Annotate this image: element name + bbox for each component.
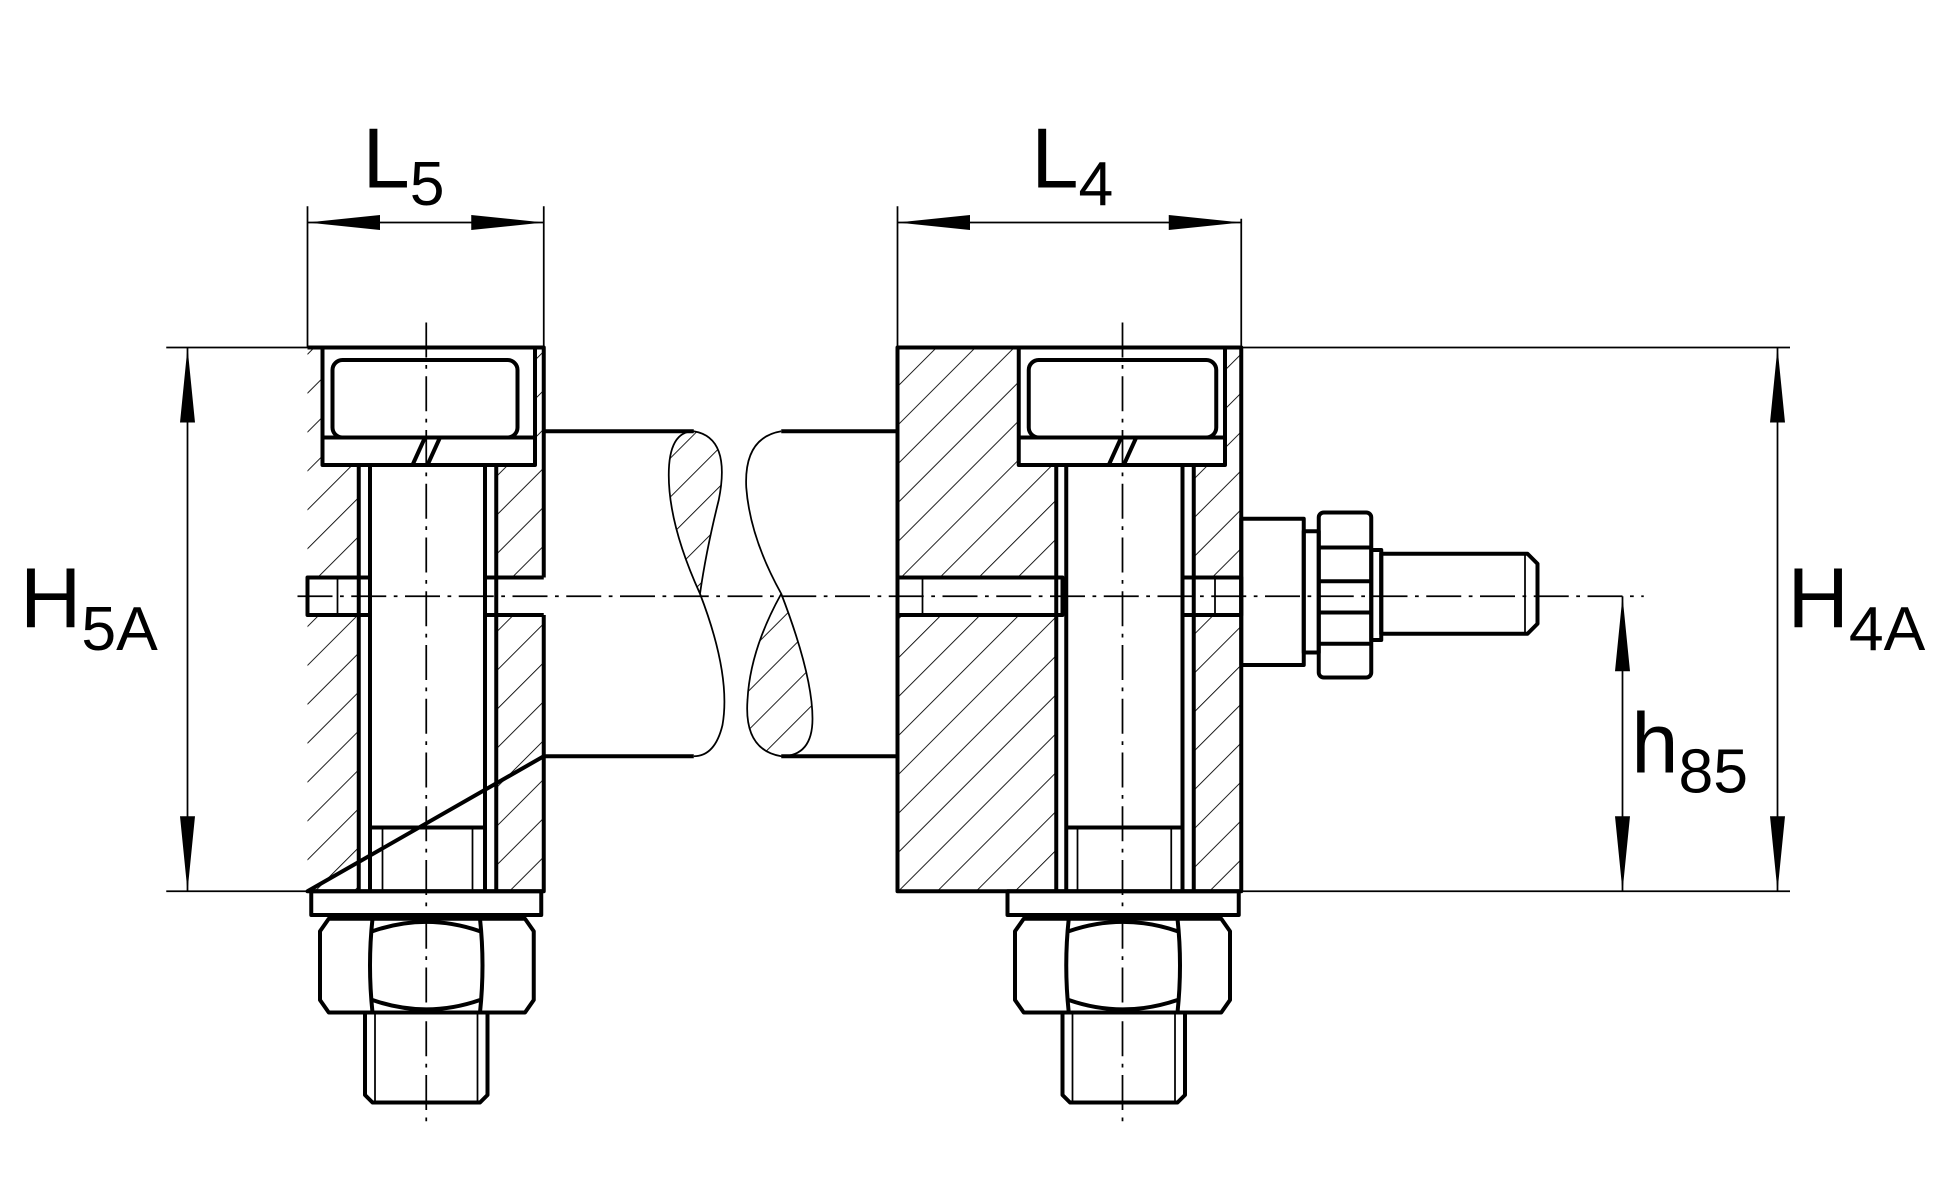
dimension-labels: L5 L4 H5A H4A h85 — [20, 112, 1926, 807]
side-indexing-pin — [1239, 510, 1540, 680]
right-clamp-block — [895, 345, 1244, 1105]
label-h5a: H5A — [20, 552, 158, 665]
connecting-tube — [543, 429, 898, 759]
label-h85: h85 — [1631, 697, 1748, 807]
label-l5: L5 — [363, 112, 445, 220]
center-lines — [297, 322, 1644, 1123]
label-l4: L4 — [1031, 112, 1113, 220]
dimension-lines — [166, 206, 1790, 893]
label-h4a: H4A — [1788, 552, 1926, 665]
